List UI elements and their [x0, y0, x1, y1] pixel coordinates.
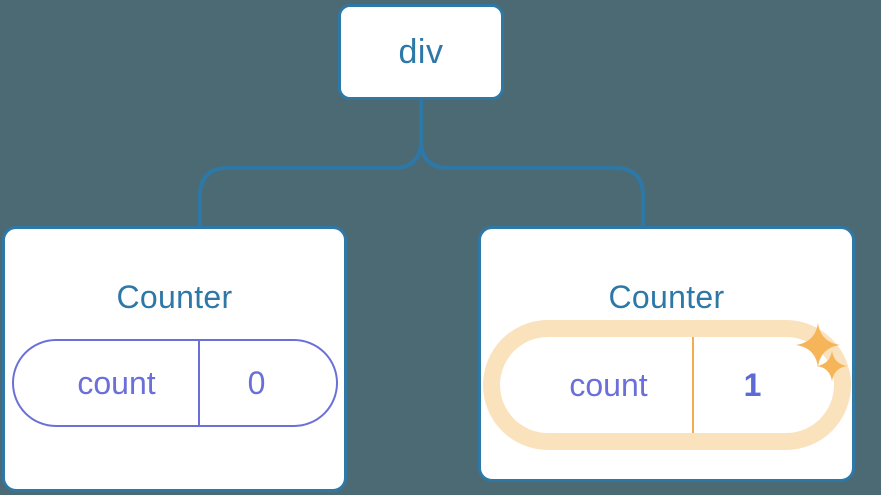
state-pill-left-body: count 0	[11, 339, 338, 427]
node-div-label: div	[398, 33, 444, 71]
state-pill-divider-right	[691, 337, 694, 433]
node-counter-left-title: Counter	[116, 279, 233, 315]
state-pill-right-body: count 1	[499, 337, 834, 433]
node-div[interactable]: div	[338, 4, 504, 100]
connector-trunk-right-shoulder	[419, 98, 451, 170]
connector-branch-left	[198, 166, 395, 230]
node-counter-right[interactable]: Counter count 1	[478, 226, 855, 482]
state-pill-divider-left	[197, 341, 200, 425]
state-key-right: count	[569, 367, 648, 403]
node-counter-left[interactable]: Counter count 0	[2, 226, 347, 492]
state-pill-left[interactable]: count 0	[11, 339, 338, 427]
connector-branch-right	[447, 166, 645, 230]
state-pill-right[interactable]: count 1	[482, 320, 851, 450]
state-key-left: count	[77, 365, 156, 401]
state-value-right: 1	[743, 367, 762, 403]
state-value-left: 0	[247, 365, 266, 401]
connector-trunk-left-shoulder	[391, 138, 423, 170]
node-counter-right-title: Counter	[608, 279, 725, 315]
